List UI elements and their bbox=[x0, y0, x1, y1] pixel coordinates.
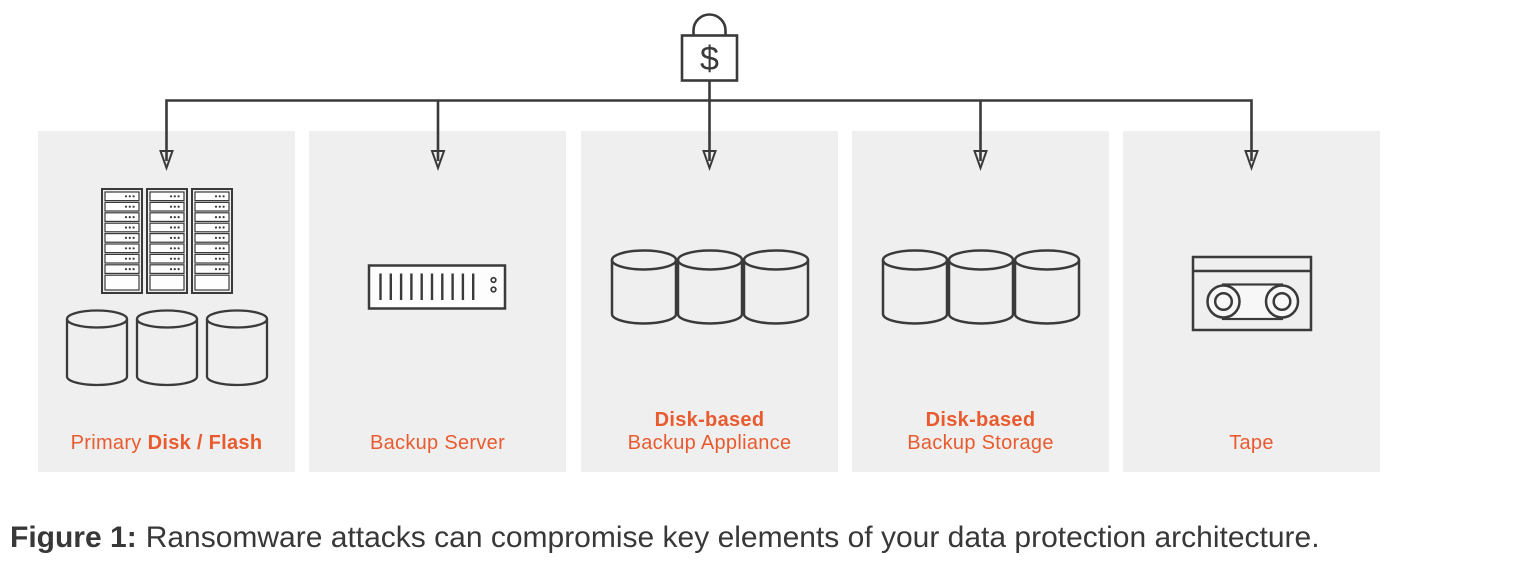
panel-label-tape: Tape bbox=[1229, 432, 1274, 454]
panel-label-backup-storage: Disk-based Backup Storage bbox=[852, 409, 1109, 455]
label-line1: Disk-based bbox=[654, 409, 765, 431]
panel-backup-server: Backup Server bbox=[309, 131, 566, 472]
padlock-dollar-icon: $ bbox=[680, 13, 739, 82]
label-line2: Backup Appliance bbox=[627, 432, 792, 454]
label-regular: Primary bbox=[70, 432, 142, 454]
panel-disk-based-backup-appliance: Disk-based Backup Appliance bbox=[581, 131, 838, 472]
figure-caption-text: Ransomware attacks can compromise key el… bbox=[145, 521, 1320, 554]
dollar-symbol: $ bbox=[700, 40, 719, 78]
figure-caption: Figure 1:Ransomware attacks can compromi… bbox=[10, 520, 1536, 556]
panel-tape: Tape bbox=[1123, 131, 1380, 472]
figure-caption-prefix: Figure 1: bbox=[10, 521, 137, 554]
panel-label-backup-appliance: Disk-based Backup Appliance bbox=[581, 409, 838, 455]
label-bold: Disk / Flash bbox=[147, 432, 263, 454]
panel-disk-based-backup-storage: Disk-based Backup Storage bbox=[852, 131, 1109, 472]
label-line1: Disk-based bbox=[925, 409, 1036, 431]
label-line2: Backup Storage bbox=[907, 432, 1054, 454]
panel-label-backup-server: Backup Server bbox=[369, 432, 506, 454]
